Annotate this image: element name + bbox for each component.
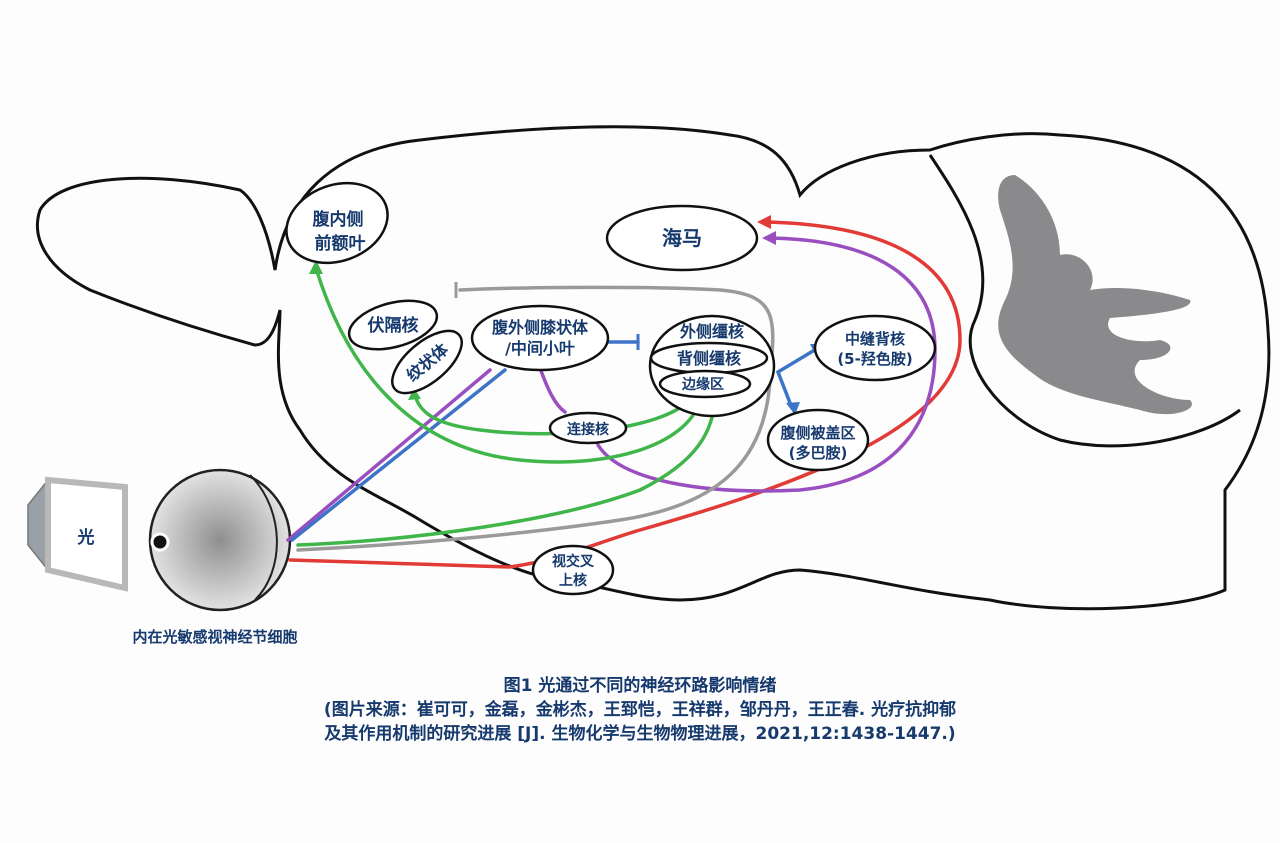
svg-text:边缘区: 边缘区 — [681, 376, 724, 393]
eye — [148, 468, 292, 612]
node-scn: 视交叉 上核 — [531, 544, 615, 596]
node-vlgn: 腹外侧膝状体 /中间小叶 — [470, 304, 610, 372]
node-drn: 中缝背核 (5-羟色胺) — [813, 314, 937, 382]
svg-text:视交叉: 视交叉 — [552, 553, 595, 570]
iprgc-label: 内在光敏感视神经节细胞 — [132, 628, 297, 646]
green-pathway-striatum — [413, 393, 692, 436]
svg-text:腹侧被盖区: 腹侧被盖区 — [780, 424, 855, 442]
node-vta: 腹侧被盖区 (多巴胺) — [766, 408, 870, 472]
cerebellum-white-matter — [998, 175, 1192, 415]
arrow-hippocampus-purple — [762, 231, 776, 245]
figure-caption-title: 图1 光通过不同的神经环路影响情绪 — [503, 676, 777, 696]
svg-text:腹外侧膝状体: 腹外侧膝状体 — [492, 318, 589, 337]
gray-pathway — [296, 285, 775, 552]
light-label: 光 — [77, 527, 95, 548]
arrow-mpfc — [309, 260, 323, 274]
svg-text:(5-羟色胺): (5-羟色胺) — [837, 350, 912, 368]
green-pathway-main — [296, 398, 717, 547]
svg-text:背侧缰核: 背侧缰核 — [677, 349, 741, 368]
arrow-striatum — [408, 388, 421, 400]
blue-pathway — [290, 368, 507, 542]
node-ign: 伏隔核 — [347, 299, 439, 351]
svg-text:/中间小叶: /中间小叶 — [505, 339, 575, 358]
green-pathway-mpfc — [314, 266, 702, 464]
svg-text:腹内侧: 腹内侧 — [313, 209, 364, 230]
svg-text:上核: 上核 — [559, 572, 587, 589]
blue-pathway-vta — [776, 370, 794, 410]
svg-text:连接核: 连接核 — [567, 421, 609, 438]
svg-text:海马: 海马 — [662, 226, 702, 250]
figure-caption-source-line2: 及其作用机制的研究进展 [J]. 生物化学与生物物理进展，2021,12:143… — [324, 724, 956, 744]
node-hippocampus: 海马 — [605, 204, 759, 272]
pupil — [150, 532, 170, 552]
purple-pathway-vlgn — [286, 368, 492, 542]
svg-text:前额叶: 前额叶 — [315, 233, 366, 254]
brain-outline — [35, 125, 1271, 611]
purple-pathway-hippocampus — [596, 236, 937, 493]
red-pathway — [288, 220, 962, 569]
arrow-hippocampus-red — [757, 215, 771, 229]
node-reuniens: 连接核 — [548, 411, 628, 445]
purple-pathway-reuniens — [538, 366, 567, 414]
light-source-box — [45, 476, 128, 592]
blue-pathway-drn — [776, 346, 820, 374]
svg-text:外侧缰核: 外侧缰核 — [679, 322, 744, 341]
svg-text:伏隔核: 伏隔核 — [368, 315, 419, 336]
svg-text:(多巴胺): (多巴胺) — [789, 444, 848, 462]
figure-caption-source-line1: (图片来源：崔可可，金磊，金彬杰，王郅恺，王祥群，邹丹丹，王正春. 光疗抗抑郁 — [323, 700, 957, 720]
svg-text:中缝背核: 中缝背核 — [845, 330, 905, 348]
node-mpfc: 腹内侧 前额叶 — [285, 181, 389, 265]
node-habenula: 外侧缰核 背侧缰核 边缘区 — [648, 314, 776, 418]
arrow-vta — [786, 402, 800, 415]
cerebellum-outline — [928, 154, 1241, 448]
retina-arc — [249, 474, 278, 601]
